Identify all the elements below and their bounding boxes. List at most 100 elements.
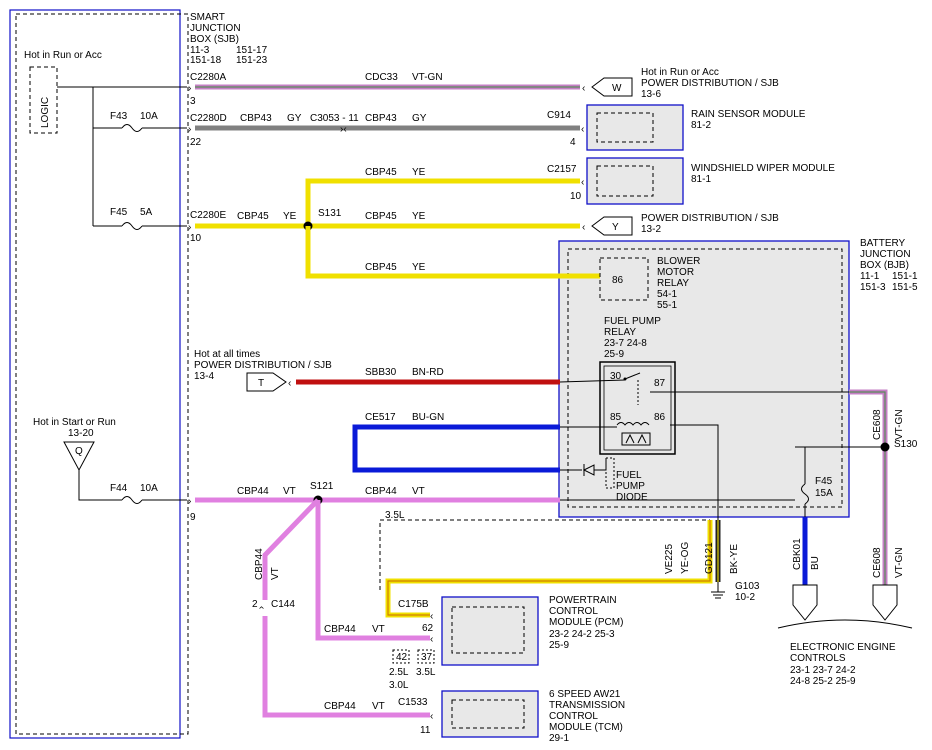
connector-arrow-icon: ‹ — [256, 606, 267, 609]
ce517-color: BU-GN — [412, 412, 444, 423]
row1-ref: 13-6 — [641, 89, 661, 100]
tcm-title-4: MODULE (TCM) — [549, 722, 623, 733]
f44-amps: 10A — [140, 483, 158, 494]
pcm-box — [441, 596, 539, 666]
eec-refs-2: 24-8 25-2 25-9 — [790, 676, 856, 687]
wire-ce608-stripe — [849, 391, 886, 585]
bjb-ref: 151-1 — [892, 271, 918, 282]
rain-sensor-ref: 81-2 — [691, 120, 711, 131]
sjb-ref: 11-3 — [190, 45, 210, 56]
cbp45-wiper-circuit: CBP45 — [365, 167, 397, 178]
tcm-title-2: TRANSMISSION — [549, 700, 625, 711]
c2157-pin: 10 — [570, 191, 582, 202]
s130-label: S130 — [894, 439, 918, 450]
cdc33-color: VT-GN — [412, 72, 443, 83]
diode-title-1: FUEL — [616, 470, 642, 481]
wiper-module-box — [586, 157, 684, 205]
f43-name: F43 — [110, 111, 128, 122]
tag-y-icon — [591, 216, 633, 236]
relay-title-1: FUEL PUMP — [604, 316, 661, 327]
diode-title-2: PUMP — [616, 481, 645, 492]
connector-arrow-icon: ‹ — [581, 177, 584, 188]
ground-icon — [711, 591, 725, 599]
blower-relay-box — [599, 257, 649, 301]
hot-start-run-label: Hot in Start or Run — [33, 417, 116, 428]
tcm-title-3: CONTROL — [549, 711, 598, 722]
eec-connector-1-icon — [792, 584, 818, 621]
relay-switch-icon — [624, 372, 641, 380]
connector-arrow-icon: ‹ — [582, 222, 585, 233]
relay-pin-86: 86 — [654, 412, 666, 423]
option-3-5l-box — [379, 519, 710, 590]
rain-sensor-module-box — [586, 104, 684, 151]
c1533-label: C1533 — [398, 697, 428, 708]
f44-name: F44 — [110, 483, 128, 494]
ce608-color: VT-GN — [894, 409, 905, 440]
sjb-ref: 151-18 — [190, 55, 222, 66]
cbp45-color: YE — [283, 211, 297, 222]
rain-sensor-inner — [596, 112, 654, 143]
cbp43-color: GY — [287, 113, 302, 124]
cbp43-color-2: GY — [412, 113, 427, 124]
wire-cbp45-blower — [305, 226, 600, 279]
connector-arrow-icon: › — [188, 83, 191, 94]
gd121-color: BK-YE — [729, 544, 740, 574]
sbb30-color: BN-RD — [412, 367, 444, 378]
c2280e-label: C2280E — [190, 210, 226, 221]
bjb-inner-box — [567, 248, 843, 508]
connector-arrow-icon: › — [188, 496, 191, 507]
sbb30-circuit: SBB30 — [365, 367, 397, 378]
cbk01-circuit: CBK01 — [792, 538, 803, 570]
blower-title-3: RELAY — [657, 278, 689, 289]
tag-t-icon — [246, 372, 287, 392]
fuel-relay-box — [599, 361, 676, 455]
source-q-icon — [63, 441, 95, 472]
rain-sensor-name: RAIN SENSOR MODULE — [691, 109, 806, 120]
hot-run-acc-label: Hot in Run or Acc — [24, 50, 102, 61]
f43-amps: 10A — [140, 111, 158, 122]
c2280a-label: C2280A — [190, 72, 226, 83]
cbp44-note: 3.5L — [385, 510, 405, 521]
cbp45-circuit-2: CBP45 — [365, 211, 397, 222]
pcm-cbp44-circuit: CBP44 — [324, 624, 356, 635]
tag-t-letter: T — [258, 378, 264, 389]
blower-ref: 54-1 — [657, 289, 677, 300]
c2280a-pin: 3 — [190, 96, 196, 107]
wire-cbp44-tcm — [262, 616, 430, 718]
tcm-pin: 11 — [420, 725, 431, 736]
eec-title-2: CONTROLS — [790, 653, 846, 664]
wiper-ref: 81-1 — [691, 174, 711, 185]
row1-dest: POWER DISTRIBUTION / SJB — [641, 78, 779, 89]
cbp44-color: VT — [283, 486, 296, 497]
pin-42-box — [392, 649, 410, 664]
cbp44-circuit: CBP44 — [237, 486, 269, 497]
pcm-title-3: MODULE (PCM) — [549, 617, 623, 628]
ve225-circuit: VE225 — [664, 544, 675, 574]
connector-arrow-icon: ‹ — [288, 378, 291, 389]
connector-arrow-icon: ‹ — [582, 83, 585, 94]
tcm-title-1: 6 SPEED AW21 — [549, 689, 621, 700]
sjb-title-3: BOX (SJB) — [190, 34, 239, 45]
c2280d-pin: 22 — [190, 137, 202, 148]
sjb-ref: 151-17 — [236, 45, 268, 56]
blower-title-1: BLOWER — [657, 256, 700, 267]
tag-y-letter: Y — [612, 222, 619, 233]
wiper-name: WINDSHIELD WIPER MODULE — [691, 163, 835, 174]
cbp44-color-2: VT — [412, 486, 425, 497]
tag-w-icon — [591, 77, 633, 97]
connector-arrow-icon: ‹ — [430, 711, 433, 722]
diode-box — [605, 457, 615, 489]
ce608-circuit: CE608 — [872, 409, 883, 440]
f45-bjb-fuse-icon — [801, 483, 809, 505]
tcm-circuit: CBP44 — [324, 701, 356, 712]
f45-amps: 5A — [140, 207, 153, 218]
row4-dest: POWER DISTRIBUTION / SJB — [641, 213, 779, 224]
fuel-relay-inner — [603, 365, 672, 451]
cbp44-circuit-2: CBP44 — [365, 486, 397, 497]
logic-label: LOGIC — [40, 97, 51, 128]
relay-pin-30: 30 — [610, 371, 622, 382]
sjb-ref: 151-23 — [236, 55, 268, 66]
sjb-outer-box — [9, 9, 181, 739]
cbp45-color-2: YE — [412, 211, 426, 222]
pcm-pin-62: 62 — [422, 623, 434, 634]
